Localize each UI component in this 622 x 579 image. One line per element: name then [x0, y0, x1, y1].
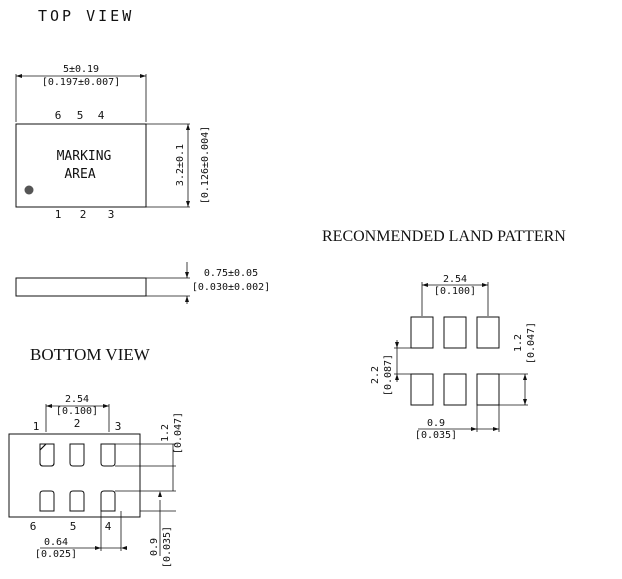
- pin1-marker-dot: [24, 185, 34, 195]
- lp-span-dim-inch: [0.087]: [383, 354, 394, 396]
- arrow-head: [140, 74, 146, 78]
- land-pattern-title: RECONMENDED LAND PATTERN: [322, 228, 566, 245]
- arrow-head: [523, 374, 527, 380]
- arrow-head: [471, 427, 477, 431]
- arrow-head: [103, 404, 109, 408]
- bv-pin-label: 1: [33, 420, 40, 433]
- side-thickness-dim-inch: [0.030±0.002]: [192, 282, 270, 293]
- arrow-head: [482, 283, 488, 287]
- arrow-head: [95, 546, 101, 550]
- lp-pad: [410, 316, 434, 349]
- top-pin-label: 4: [98, 109, 105, 122]
- bv-pad-pin6: [39, 490, 55, 512]
- lp-pad: [476, 316, 500, 349]
- top-pin-label: 1: [55, 208, 62, 221]
- arrow-head: [185, 272, 189, 278]
- top-view-body: [15, 123, 147, 208]
- arrow-head: [186, 124, 190, 130]
- bv-gap-dim-inch: [0.035]: [162, 526, 173, 568]
- bv-pinlen-dim-inch: [0.047]: [173, 412, 184, 454]
- lp-padlen-dim-inch: [0.047]: [526, 322, 537, 364]
- bv-pin-label: 3: [115, 420, 122, 433]
- arrow-head: [422, 283, 428, 287]
- top-view-title: TOP VIEW: [38, 7, 134, 25]
- arrow-head: [186, 201, 190, 207]
- bv-pin-label: 5: [70, 520, 77, 533]
- bv-padw-dim: 0.64: [44, 537, 68, 548]
- lp-pad: [443, 316, 467, 349]
- top-pin-label: 5: [77, 109, 84, 122]
- top-height-dim-inch: [0.126±0.004]: [200, 126, 211, 204]
- marking-text-line2: AREA: [64, 167, 95, 182]
- bv-pinlen-dim: 1.2: [160, 424, 171, 442]
- bv-pitch-dim: 2.54: [65, 394, 89, 405]
- bv-pin-label: 6: [30, 520, 37, 533]
- lp-padw-dim-inch: [0.035]: [415, 430, 457, 441]
- bv-pad-pin5: [69, 490, 85, 512]
- top-width-dim-inch: [0.197±0.007]: [42, 77, 120, 88]
- arrow-head: [46, 404, 52, 408]
- lp-span-dim: 2.2: [370, 366, 381, 384]
- top-pin-label: 2: [80, 208, 87, 221]
- top-height-dim: 3.2±0.1: [175, 144, 186, 186]
- top-pin-label: 3: [108, 208, 115, 221]
- side-view-body: [15, 277, 147, 297]
- marking-text-line1: MARKING: [57, 149, 112, 164]
- arrow-head: [395, 342, 399, 348]
- lp-pad: [476, 373, 500, 406]
- bv-pin-label: 2: [74, 417, 81, 430]
- lp-pad: [410, 373, 434, 406]
- bv-gap-dim: 0.9: [149, 538, 160, 556]
- bv-pad-pin1-outline: [39, 443, 55, 467]
- top-width-dim: 5±0.19: [63, 64, 99, 75]
- arrow-head: [493, 427, 499, 431]
- lp-pad: [443, 373, 467, 406]
- bv-pad-pin4: [100, 490, 116, 512]
- bv-pad-pin2: [69, 443, 85, 467]
- top-pin-label: 6: [55, 109, 62, 122]
- arrow-head: [395, 374, 399, 380]
- lp-pitch-dim: 2.54: [443, 274, 467, 285]
- arrow-head: [16, 74, 22, 78]
- arrow-head: [121, 546, 127, 550]
- bottom-view-body: [8, 433, 141, 518]
- lp-padw-dim: 0.9: [427, 418, 445, 429]
- lp-pitch-dim-inch: [0.100]: [434, 286, 476, 297]
- bv-pin-label: 4: [105, 520, 112, 533]
- bv-padw-dim-inch: [0.025]: [35, 549, 77, 560]
- bv-pad-pin3: [100, 443, 116, 467]
- bv-pitch-dim-inch: [0.100]: [56, 406, 98, 417]
- arrow-head: [523, 399, 527, 405]
- bottom-view-title: BOTTOM VIEW: [30, 345, 151, 364]
- arrow-head: [185, 296, 189, 302]
- arrow-head: [158, 491, 162, 497]
- side-thickness-dim: 0.75±0.05: [204, 268, 258, 279]
- lp-padlen-dim: 1.2: [513, 334, 524, 352]
